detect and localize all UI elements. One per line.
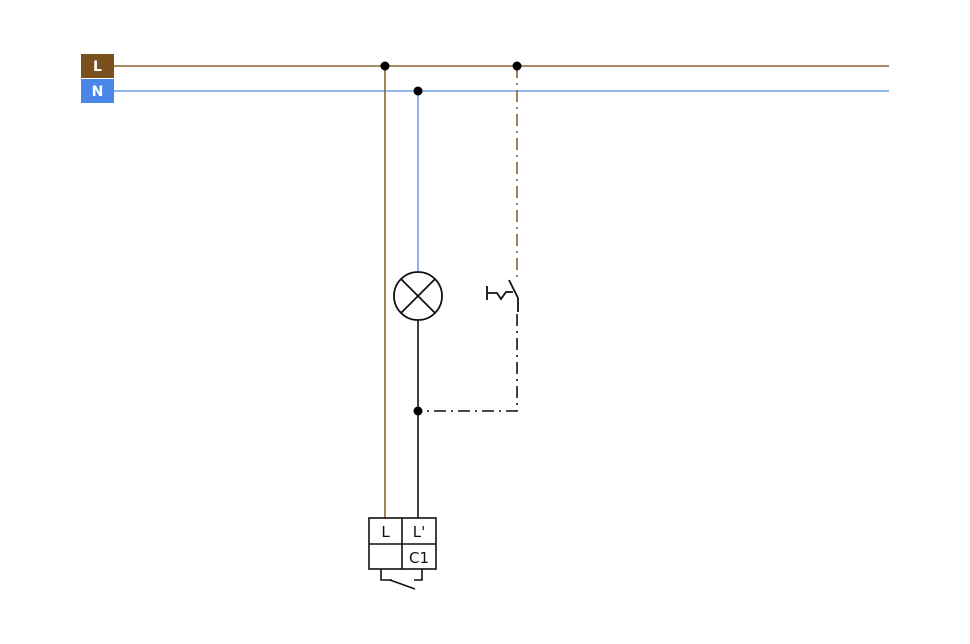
relay-terminal-c1: C1	[409, 549, 429, 567]
relay-terminal-l-prime: L'	[413, 523, 425, 541]
line-label: L	[93, 59, 102, 75]
pushbutton-switch-icon	[486, 279, 519, 312]
junction-dot	[380, 61, 390, 71]
neutral-label: N	[92, 84, 104, 100]
junction-dot	[413, 86, 423, 96]
junction-dot	[512, 61, 522, 71]
control-wire-return	[418, 314, 518, 412]
relay-contact-icon	[380, 569, 423, 590]
junction-dot	[413, 406, 423, 416]
lamp-icon	[393, 271, 443, 321]
line-rail-tag: L	[81, 54, 114, 78]
relay-terminal-l: L	[381, 523, 390, 541]
neutral-rail-tag: N	[81, 79, 114, 103]
relay-block	[368, 517, 437, 570]
